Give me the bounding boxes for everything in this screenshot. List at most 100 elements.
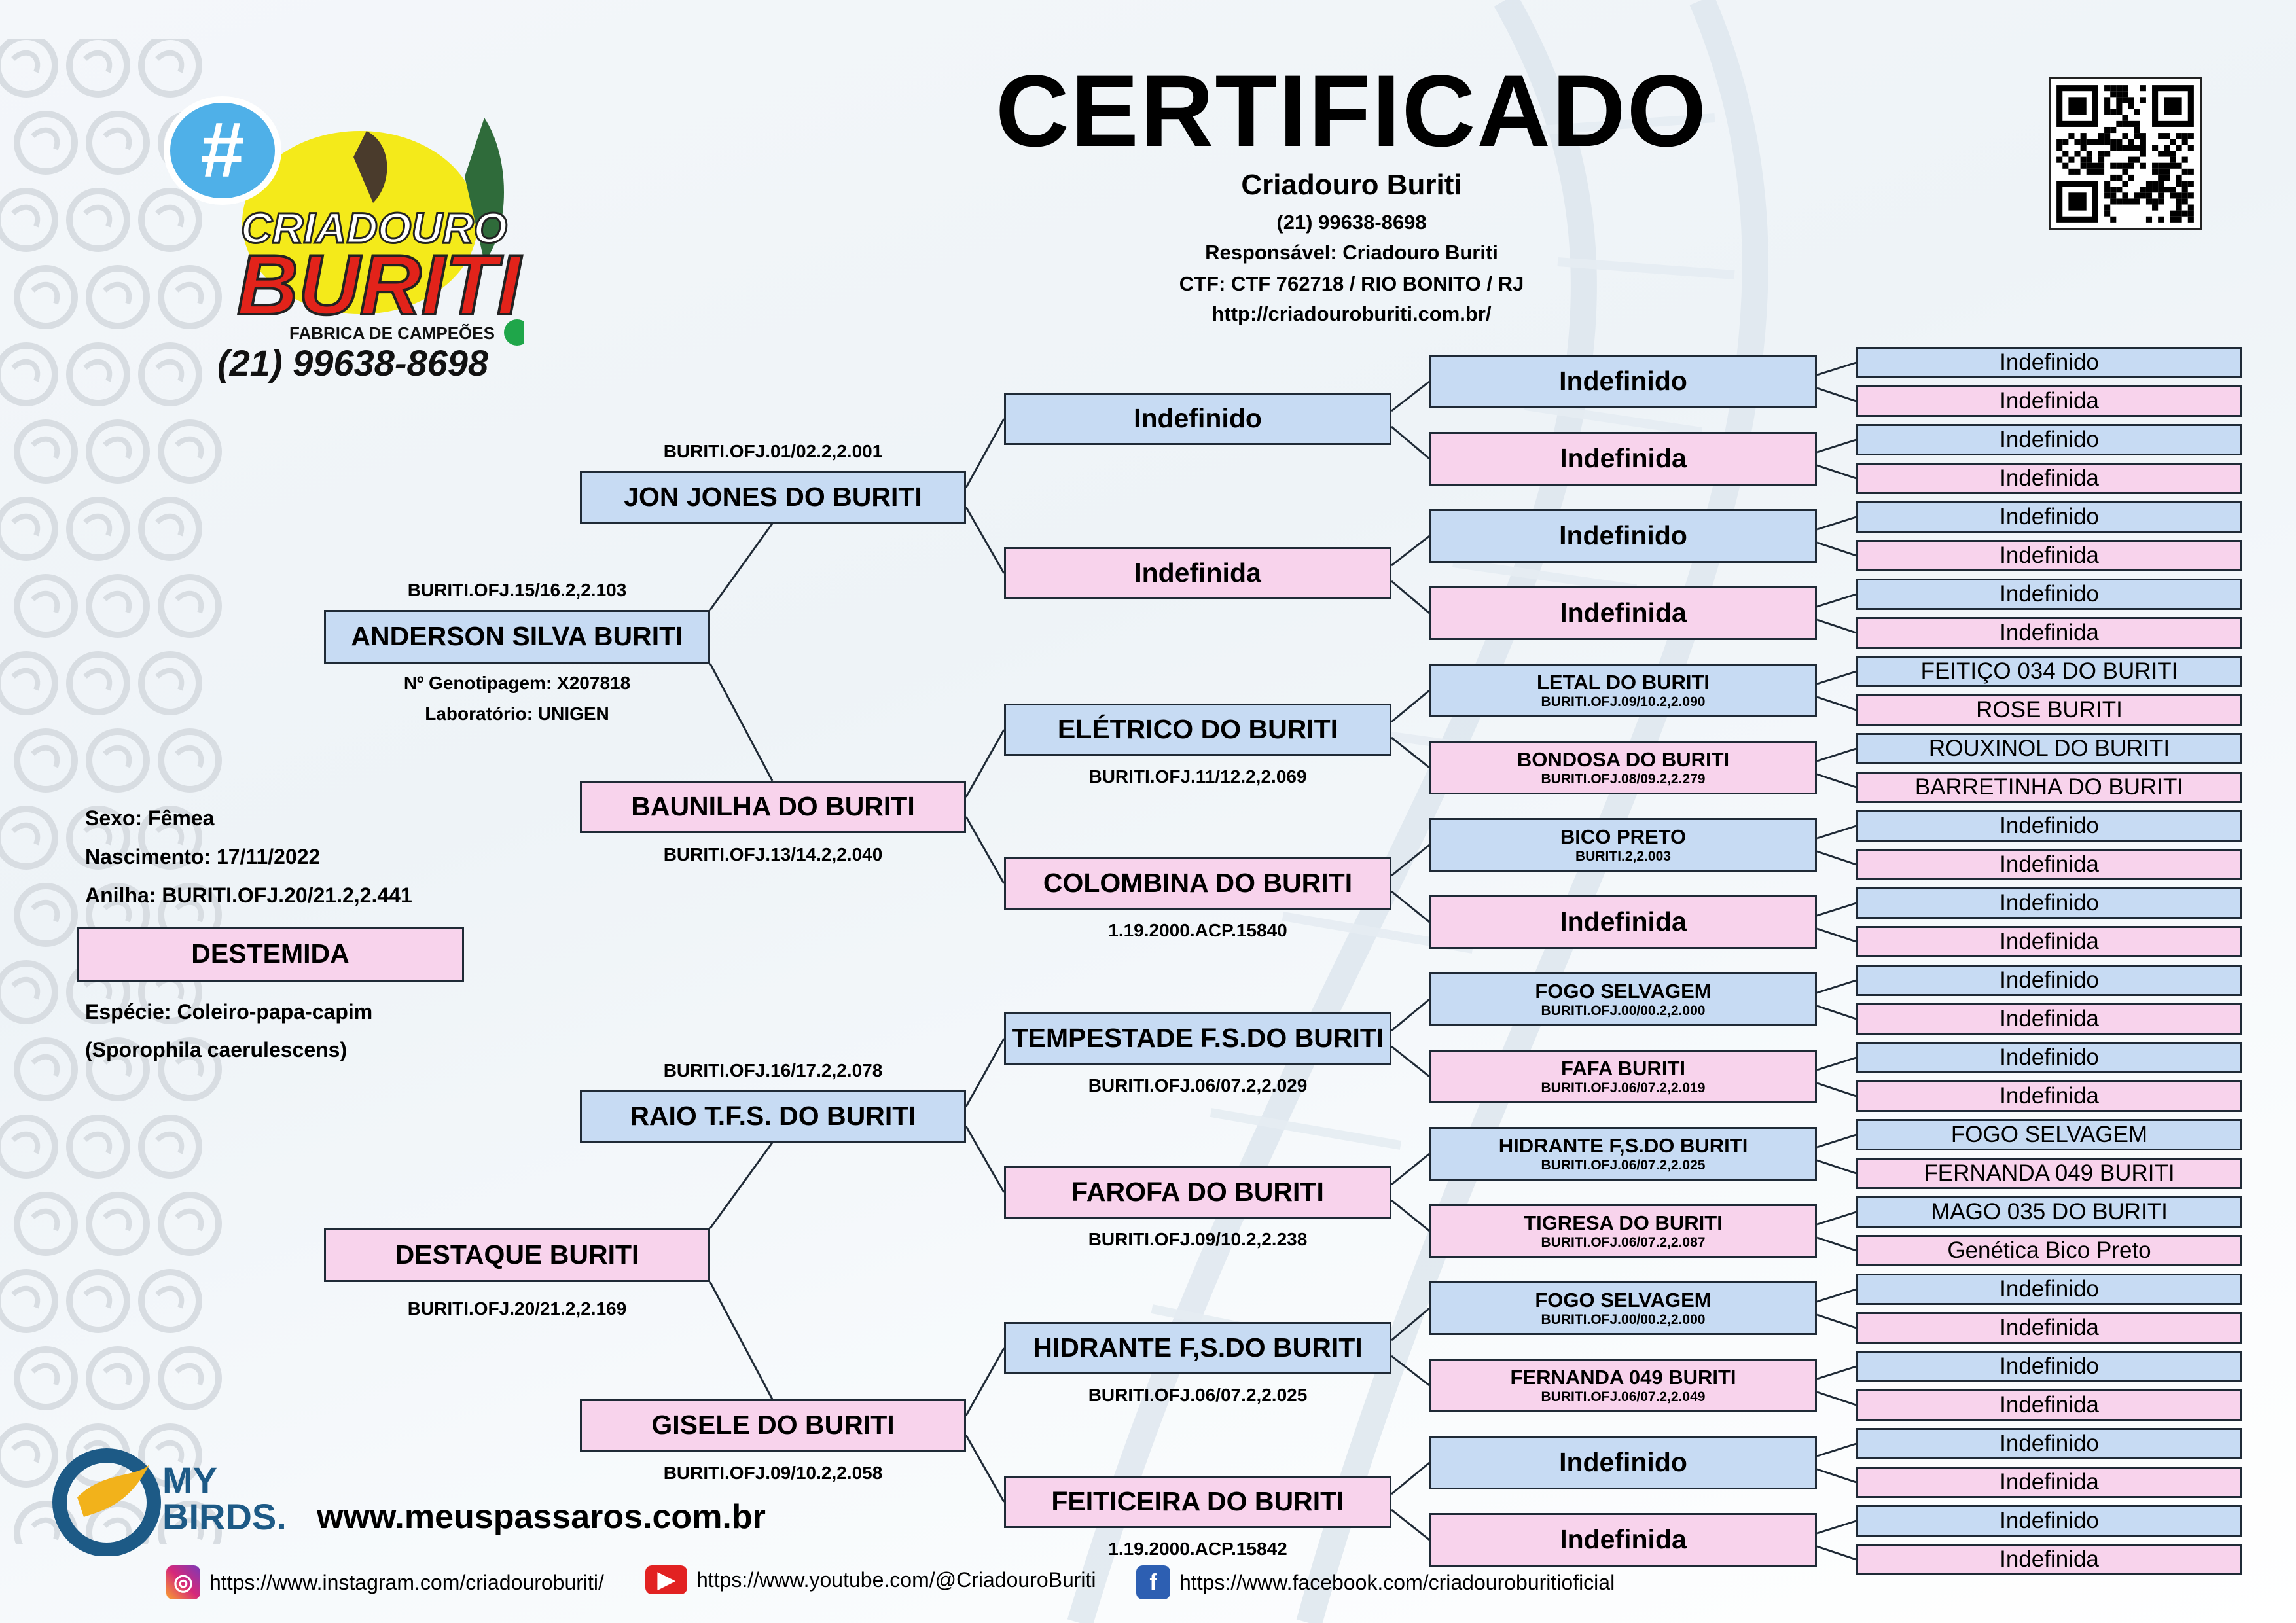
gen2-name: JON JONES DO BURITI — [624, 482, 922, 512]
gen5-box: Indefinido — [1856, 887, 2242, 919]
gen5-box: FEITIÇO 034 DO BURITI — [1856, 656, 2242, 687]
gen4-box: Indefinido — [1429, 355, 1817, 408]
father-name: ANDERSON SILVA BURITI — [351, 621, 683, 652]
gen5-box: ROSE BURITI — [1856, 694, 2242, 726]
youtube-link[interactable]: ▶ https://www.youtube.com/@CriadouroBuri… — [645, 1565, 1096, 1594]
gen4-name: Indefinida — [1560, 597, 1687, 628]
gen3-reg: BURITI.OFJ.09/10.2,2.238 — [1088, 1229, 1308, 1249]
gen4-name: Indefinido — [1559, 1447, 1687, 1478]
gen5-name: Indefinida — [2000, 1082, 2099, 1109]
gen5-box: Indefinida — [1856, 849, 2242, 880]
gen5-box: Indefinido — [1856, 424, 2242, 455]
gen5-box: Indefinida — [1856, 926, 2242, 957]
gen5-name: FEITIÇO 034 DO BURITI — [1920, 658, 2178, 684]
father-lab: Laboratório: UNIGEN — [425, 704, 609, 724]
gen5-name: Indefinido — [2000, 1353, 2099, 1379]
youtube-icon: ▶ — [645, 1565, 687, 1594]
gen5-name: Indefinida — [2000, 1469, 2099, 1495]
gen4-reg: BURITI.OFJ.06/07.2,2.087 — [1541, 1234, 1706, 1250]
gen2-box: BAUNILHA DO BURITI — [580, 781, 966, 833]
gen4-name: Indefinido — [1559, 520, 1687, 551]
gen3-reg: BURITI.OFJ.06/07.2,2.025 — [1088, 1385, 1308, 1405]
bird-species: Espécie: Coleiro-papa-capim — [85, 1000, 373, 1024]
gen5-box: Indefinida — [1856, 463, 2242, 494]
gen4-box: Indefinida — [1429, 895, 1817, 949]
gen3-reg: BURITI.OFJ.11/12.2,2.069 — [1088, 766, 1307, 787]
gen5-box: FOGO SELVAGEM — [1856, 1119, 2242, 1150]
gen5-name: Indefinido — [2000, 1275, 2099, 1302]
gen4-name: Indefinida — [1560, 1524, 1687, 1555]
gen5-name: Indefinida — [2000, 1546, 2099, 1572]
logo-line3: FABRICA DE CAMPEÕES — [289, 323, 495, 343]
gen4-name: FOGO SELVAGEM — [1535, 980, 1712, 1003]
mother-name: DESTAQUE BURITI — [395, 1240, 639, 1270]
gen2-name: RAIO T.F.S. DO BURITI — [630, 1101, 916, 1132]
gen3-box: Indefinida — [1004, 547, 1391, 599]
gen3-box: HIDRANTE F,S.DO BURITI — [1004, 1322, 1391, 1374]
bird-scientific: (Sporophila caerulescens) — [85, 1038, 348, 1061]
gen5-name: ROUXINOL DO BURITI — [1928, 735, 2170, 761]
gen5-name: FERNANDA 049 BURITI — [1924, 1160, 2175, 1186]
gen2-box: RAIO T.F.S. DO BURITI — [580, 1090, 966, 1143]
gen5-name: Indefinida — [2000, 851, 2099, 877]
instagram-link[interactable]: ◎ https://www.instagram.com/criadourobur… — [166, 1565, 604, 1599]
gen4-box: Indefinida — [1429, 586, 1817, 640]
gen2-box: JON JONES DO BURITI — [580, 471, 966, 524]
footer-site[interactable]: www.meuspassaros.com.br — [317, 1498, 766, 1536]
gen5-name: Indefinida — [2000, 387, 2099, 414]
gen3-box: COLOMBINA DO BURITI — [1004, 857, 1391, 910]
logo-line1: CRIADOURO — [240, 203, 509, 253]
gen5-box: Indefinido — [1856, 501, 2242, 533]
gen5-name: Indefinida — [2000, 1005, 2099, 1031]
page-title: CERTIFICADO — [996, 54, 1708, 168]
gen4-name: FERNANDA 049 BURITI — [1510, 1366, 1736, 1389]
gen3-name: HIDRANTE F,S.DO BURITI — [1033, 1332, 1363, 1363]
gen3-box: TEMPESTADE F.S.DO BURITI — [1004, 1012, 1391, 1065]
qr-code[interactable] — [2049, 77, 2202, 230]
gen5-box: Indefinido — [1856, 965, 2242, 996]
gen4-name: LETAL DO BURITI — [1536, 671, 1710, 694]
gen5-name: Indefinido — [2000, 1507, 2099, 1533]
gen4-name: Indefinida — [1560, 906, 1687, 937]
gen4-box: Indefinido — [1429, 1436, 1817, 1489]
gen5-box: Indefinido — [1856, 810, 2242, 842]
breeder-url[interactable]: http://criadouroburiti.com.br/ — [1211, 302, 1492, 325]
gen5-box: Indefinido — [1856, 1274, 2242, 1305]
gen2-reg: BURITI.OFJ.01/02.2,2.001 — [663, 441, 883, 461]
gen4-reg: BURITI.OFJ.06/07.2,2.025 — [1541, 1157, 1706, 1173]
gen4-box: Indefinido — [1429, 509, 1817, 563]
gen5-name: Indefinida — [2000, 1314, 2099, 1340]
gen5-box: Indefinida — [1856, 1467, 2242, 1498]
gen4-name: BICO PRETO — [1560, 825, 1687, 849]
bird-birth: Nascimento: 17/11/2022 — [85, 845, 321, 868]
gen5-box: FERNANDA 049 BURITI — [1856, 1158, 2242, 1189]
instagram-icon: ◎ — [166, 1565, 200, 1599]
gen5-box: Indefinido — [1856, 1428, 2242, 1459]
facebook-icon: f — [1136, 1565, 1170, 1599]
gen5-box: Indefinida — [1856, 1003, 2242, 1035]
gen5-box: Indefinido — [1856, 1351, 2242, 1382]
breeder-phone: (21) 99638-8698 — [1276, 211, 1427, 234]
youtube-url: https://www.youtube.com/@CriadouroBuriti — [696, 1567, 1096, 1592]
gen5-box: Indefinida — [1856, 540, 2242, 571]
svg-text:#: # — [201, 106, 245, 194]
gen4-name: HIDRANTE F,S.DO BURITI — [1498, 1134, 1748, 1158]
gen3-box: Indefinido — [1004, 393, 1391, 445]
gen5-name: Indefinido — [2000, 967, 2099, 993]
gen5-name: Indefinido — [2000, 1430, 2099, 1456]
mybirds-bottom: BIRDS. — [162, 1496, 287, 1537]
gen4-reg: BURITI.OFJ.06/07.2,2.049 — [1541, 1389, 1706, 1404]
logo-phone: (21) 99638-8698 — [217, 342, 489, 383]
bird-sex: Sexo: Fêmea — [85, 806, 215, 830]
gen2-reg: BURITI.OFJ.16/17.2,2.078 — [663, 1060, 883, 1080]
gen5-name: Genética Bico Preto — [1947, 1237, 2151, 1263]
gen3-reg: BURITI.OFJ.06/07.2,2.029 — [1088, 1075, 1308, 1096]
gen5-box: Indefinida — [1856, 385, 2242, 417]
facebook-link[interactable]: f https://www.facebook.com/criadouroburi… — [1136, 1565, 1615, 1599]
gen4-box: Indefinida — [1429, 432, 1817, 486]
